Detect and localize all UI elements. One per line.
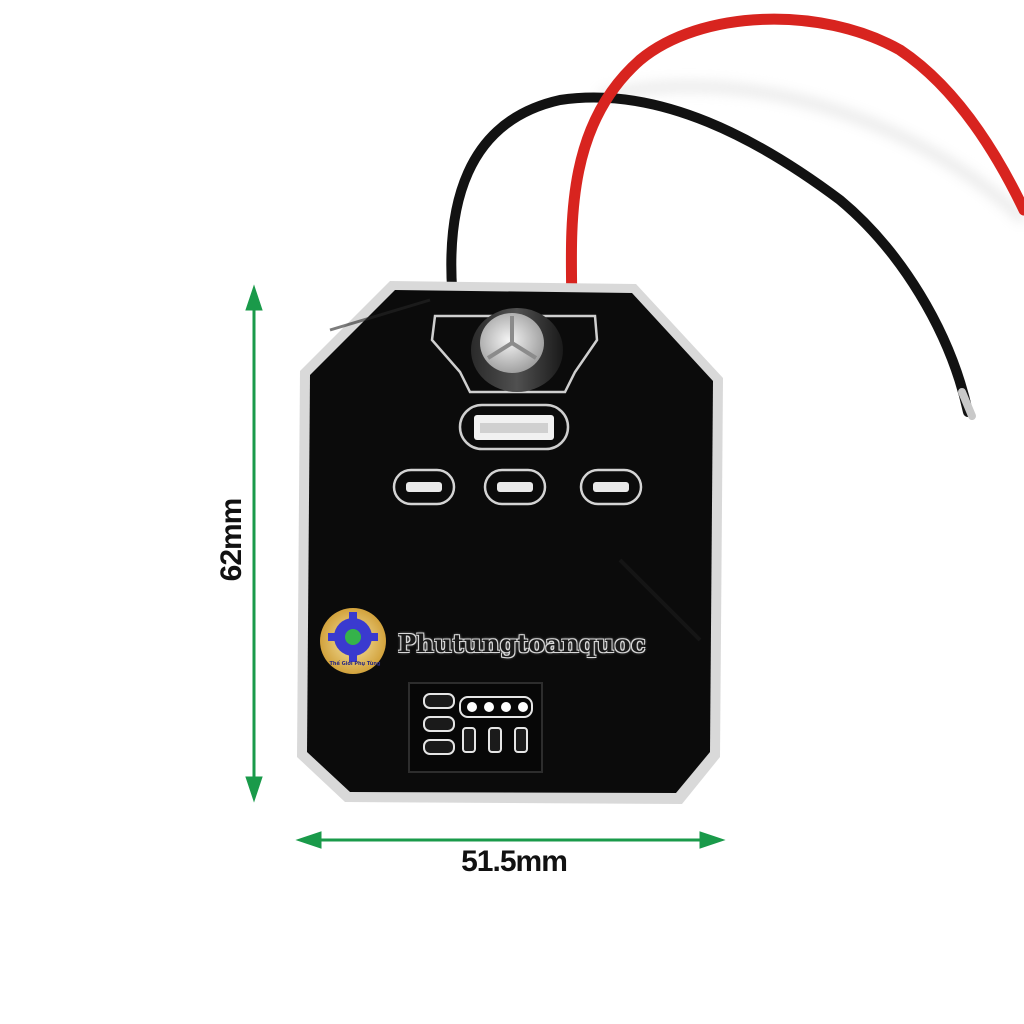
solder-pads [392, 468, 643, 506]
width-dimension-label: 51.5mm [461, 845, 568, 878]
height-dimension-arrow [245, 284, 263, 803]
brand-watermark: Phutungtoanquoc [398, 629, 647, 658]
logo-caption: Thế Giới Phụ Tùng [329, 661, 381, 667]
connector-socket [458, 403, 570, 451]
width-dimension-arrow [295, 831, 726, 849]
black-wire [446, 92, 973, 417]
height-dimension-label: 62mm [215, 498, 248, 582]
pcb-board [297, 281, 723, 804]
red-wire [565, 13, 1024, 324]
capacitor [471, 308, 563, 392]
component-block [408, 682, 543, 773]
brand-logo [320, 608, 386, 674]
